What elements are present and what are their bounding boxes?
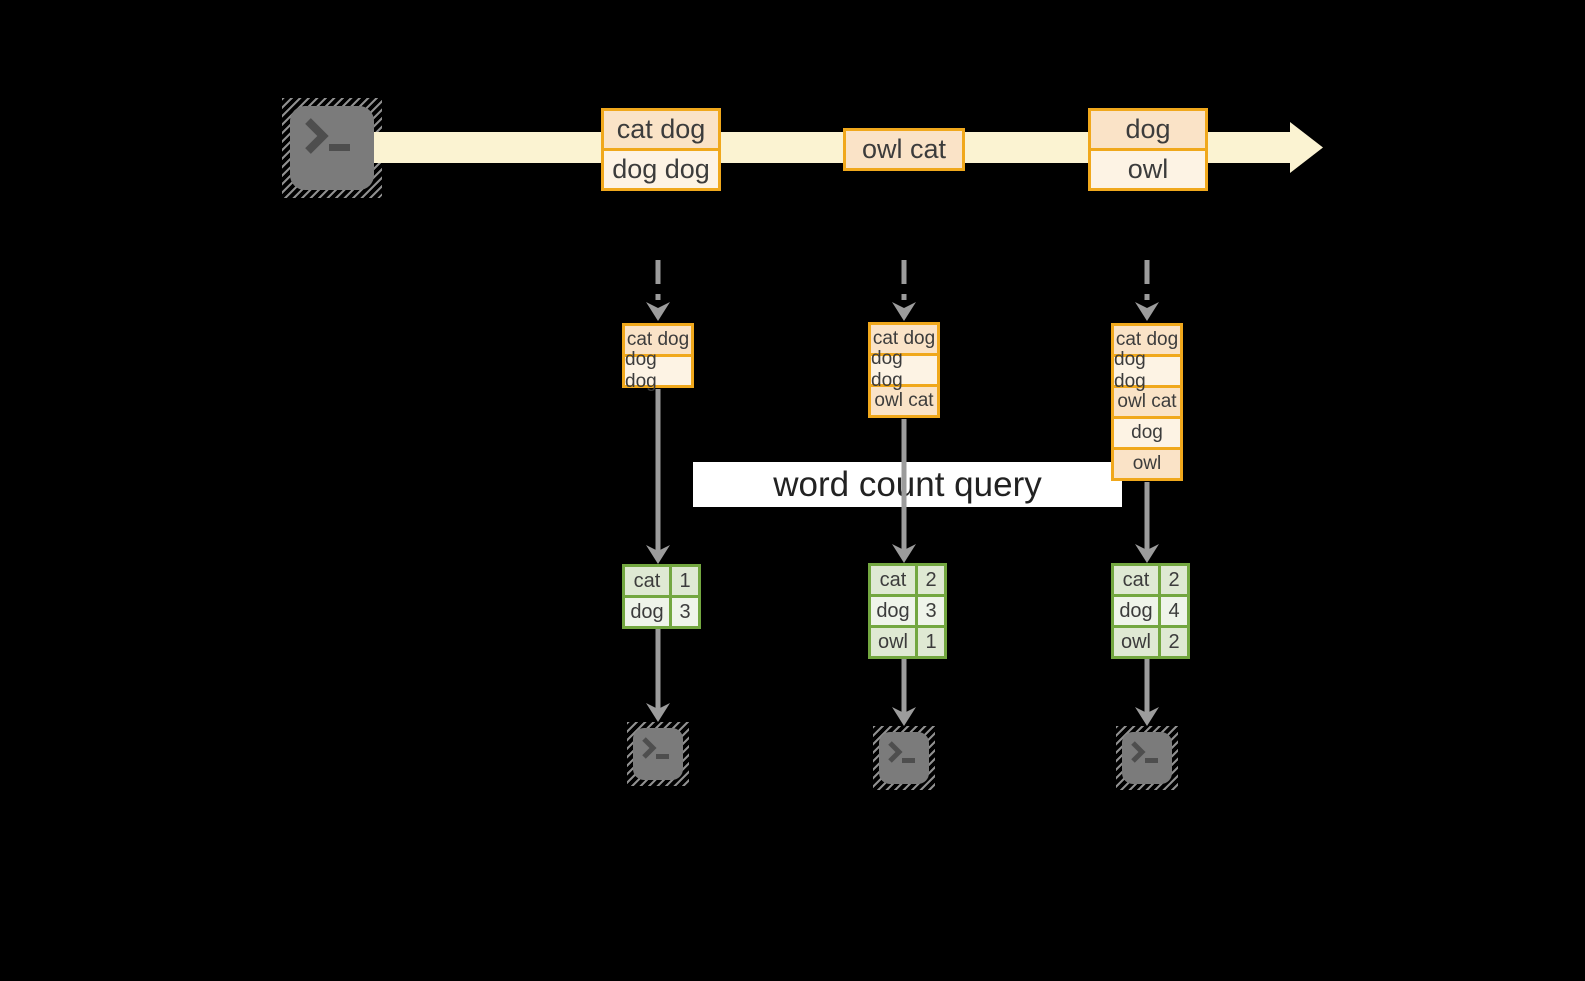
output-terminal-icon-2 bbox=[873, 726, 935, 790]
query-arrow-3 bbox=[1135, 482, 1159, 563]
query-arrow-1 bbox=[646, 389, 670, 564]
count-cell: 2 bbox=[1161, 628, 1187, 656]
word-count-query-label: word count query bbox=[773, 464, 1042, 504]
terminal-body bbox=[1122, 732, 1172, 784]
state-row: owl bbox=[1114, 450, 1180, 478]
terminal-prompt-icon bbox=[305, 118, 350, 154]
state-row: dog dog bbox=[625, 349, 691, 392]
count-cell: 3 bbox=[918, 597, 944, 625]
snapshot-arrow-2 bbox=[892, 260, 916, 321]
table-row: cat 2 bbox=[871, 566, 944, 594]
word-cell: cat bbox=[625, 567, 669, 595]
stream-event-line: dog dog bbox=[604, 151, 718, 188]
table-row: dog 4 bbox=[1114, 597, 1187, 625]
state-row: dog dog bbox=[871, 348, 937, 391]
terminal-prompt-icon bbox=[1131, 741, 1158, 763]
state-row: dog bbox=[1114, 419, 1180, 447]
count-cell: 1 bbox=[672, 567, 698, 595]
table-row: owl 2 bbox=[1114, 628, 1187, 656]
count-cell: 3 bbox=[672, 598, 698, 626]
count-cell: 2 bbox=[918, 566, 944, 594]
snapshot-arrow-1 bbox=[646, 260, 670, 321]
word-cell: cat bbox=[871, 566, 915, 594]
table-row: cat 1 bbox=[625, 567, 698, 595]
word-cell: owl bbox=[871, 628, 915, 656]
word-cell: cat bbox=[1114, 566, 1158, 594]
terminal-prompt-icon bbox=[888, 741, 915, 763]
count-cell: 1 bbox=[918, 628, 944, 656]
terminal-body bbox=[633, 728, 683, 780]
state-row: cat dog bbox=[1114, 326, 1180, 354]
snapshot-arrow-3 bbox=[1135, 260, 1159, 321]
state-row: cat dog bbox=[871, 325, 937, 353]
output-arrow-3 bbox=[1135, 659, 1159, 726]
state-buffer-3: cat dog dog dog owl cat dog owl bbox=[1111, 323, 1183, 481]
stream-event-3: dog owl bbox=[1088, 108, 1208, 191]
table-row: owl 1 bbox=[871, 628, 944, 656]
stream-event-line: owl cat bbox=[846, 131, 962, 168]
word-cell: owl bbox=[1114, 628, 1158, 656]
stream-event-line: owl bbox=[1091, 151, 1205, 188]
output-terminal-icon-3 bbox=[1116, 726, 1178, 790]
word-cell: dog bbox=[625, 598, 669, 626]
count-cell: 2 bbox=[1161, 566, 1187, 594]
state-buffer-2: cat dog dog dog owl cat bbox=[868, 322, 940, 418]
stream-event-line: dog bbox=[1091, 111, 1205, 148]
table-row: dog 3 bbox=[625, 598, 698, 626]
count-cell: 4 bbox=[1161, 597, 1187, 625]
table-row: dog 3 bbox=[871, 597, 944, 625]
stream-event-2: owl cat bbox=[843, 128, 965, 171]
terminal-body bbox=[879, 732, 929, 784]
word-count-table-3: cat 2 dog 4 owl 2 bbox=[1111, 563, 1190, 659]
word-count-query-label-band: word count query bbox=[693, 462, 1122, 507]
output-terminal-icon-1 bbox=[627, 722, 689, 786]
state-row: owl cat bbox=[1114, 388, 1180, 416]
terminal-body bbox=[290, 106, 374, 190]
table-row: cat 2 bbox=[1114, 566, 1187, 594]
output-arrow-1 bbox=[646, 629, 670, 722]
output-arrow-2 bbox=[892, 659, 916, 726]
word-count-table-2: cat 2 dog 3 owl 1 bbox=[868, 563, 947, 659]
stream-source-terminal-icon bbox=[282, 98, 382, 198]
stream-event-1: cat dog dog dog bbox=[601, 108, 721, 191]
word-count-table-1: cat 1 dog 3 bbox=[622, 564, 701, 629]
word-cell: dog bbox=[1114, 597, 1158, 625]
state-row: owl cat bbox=[871, 387, 937, 415]
state-row: dog dog bbox=[1114, 349, 1180, 392]
terminal-prompt-icon bbox=[642, 737, 669, 759]
word-cell: dog bbox=[871, 597, 915, 625]
state-row: cat dog bbox=[625, 326, 691, 354]
stream-event-line: cat dog bbox=[604, 111, 718, 148]
state-buffer-1: cat dog dog dog bbox=[622, 323, 694, 392]
